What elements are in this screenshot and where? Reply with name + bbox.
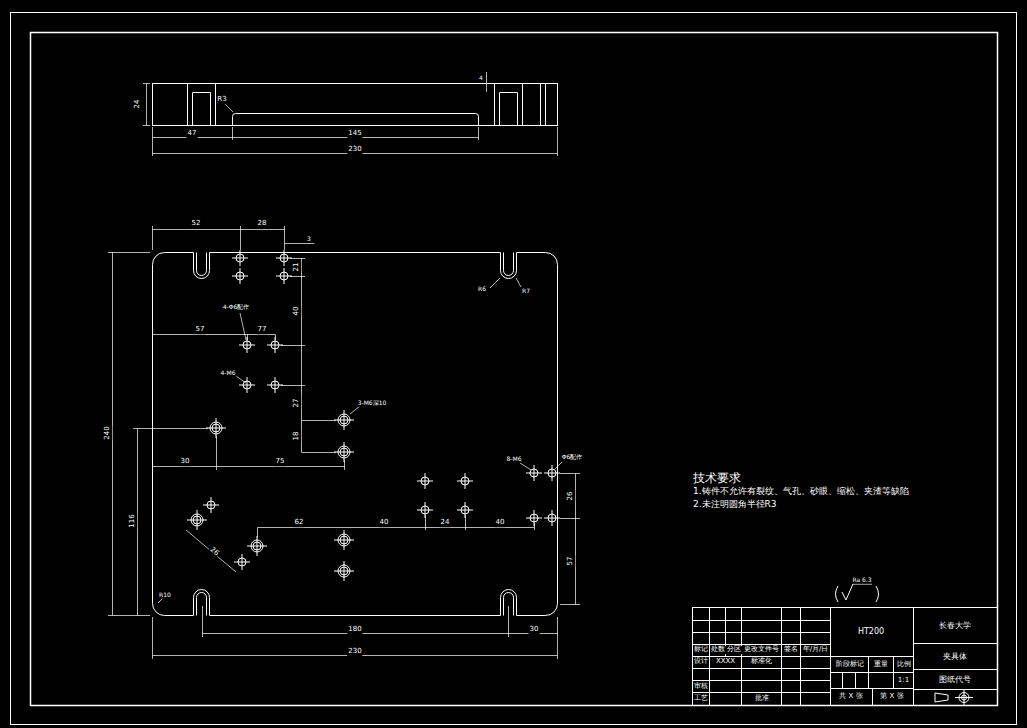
technical-note: 技术要求 — [692, 472, 742, 485]
title-block-cell: 年/月/日 — [802, 646, 830, 654]
title-block-cell: 设计 — [693, 658, 709, 666]
dimension-text: 230 — [347, 648, 362, 656]
dimension-text: 26 — [207, 546, 220, 559]
dimension-text: 18 — [293, 431, 301, 442]
title-block-cell: 长春大学 — [938, 622, 972, 631]
technical-note: 1.铸件不允许有裂纹、气孔、砂眼、缩松、夹渣等缺陷 — [692, 487, 910, 497]
dimension-text: 62 — [294, 519, 305, 527]
dimension-text: 180 — [347, 626, 362, 634]
title-block-cell: 1:1 — [897, 677, 910, 685]
holes — [187, 250, 560, 581]
title-block-cell: 更改文件号 — [743, 646, 780, 654]
dimension-text: 21 — [293, 262, 301, 273]
dimension-lines — [108, 226, 580, 659]
dimension-text: 3 — [306, 236, 312, 243]
dimension-text: R3 — [216, 96, 227, 104]
technical-note: 2.未注明圆角半径R3 — [692, 500, 778, 510]
dimension-text: 24 — [440, 519, 451, 527]
dimension-text: 40 — [495, 519, 506, 527]
dimension-text: 30 — [180, 458, 191, 466]
dimension-text: 30 — [529, 626, 540, 634]
dimension-text: 57 — [195, 326, 206, 334]
dimension-text: 4-M6 — [220, 370, 237, 377]
dimension-text: 40 — [379, 519, 390, 527]
title-block-cell: 批准 — [754, 695, 770, 703]
roughness-symbol — [836, 584, 879, 602]
dimension-text: 40 — [293, 306, 301, 317]
dimension-text: 28 — [257, 220, 268, 228]
title-block-cell: 夹具体 — [942, 653, 968, 662]
dimension-text: 75 — [275, 458, 286, 466]
dimension-text: 4 — [478, 75, 484, 82]
title-block-cell: 处数 — [710, 646, 726, 654]
dimension-text: R6 — [477, 286, 487, 293]
top-view — [153, 84, 558, 126]
dimension-text: 116 — [129, 513, 137, 528]
title-block-cell: 共 X 张 — [838, 693, 863, 701]
title-block-cell: 第 X 张 — [879, 693, 904, 701]
inner-frame — [31, 33, 998, 706]
dimension-text: 145 — [347, 130, 362, 138]
dimension-text: 47 — [187, 130, 198, 138]
title-block-cell: 图纸代号 — [938, 676, 972, 685]
title-block-cell: 标准化 — [750, 658, 773, 666]
dimension-text: 52 — [191, 220, 202, 228]
title-block-cell: 分区 — [726, 646, 742, 654]
title-block-cell: 标记 — [693, 646, 709, 654]
title-block-cell: 审核 — [693, 683, 709, 691]
dimension-text: 77 — [257, 326, 268, 334]
roughness-value: Ra 6.3 — [851, 577, 872, 584]
dimension-text: 57 — [567, 556, 575, 567]
title-block-cell: HT200 — [857, 628, 885, 637]
dimension-text: 4-Φ6配作 — [222, 304, 251, 311]
dimension-text: 3-M6深10 — [357, 400, 388, 407]
dimension-text: 230 — [347, 146, 362, 154]
plan-view — [153, 253, 558, 616]
dimension-lines — [143, 72, 558, 156]
dimension-text: R10 — [158, 592, 172, 599]
title-block — [693, 608, 998, 706]
title-block-cell: 阶段标记 — [835, 661, 865, 669]
dimension-text: 24 — [134, 99, 142, 110]
title-block-cell: 重量 — [873, 661, 889, 669]
title-block-cell: 比例 — [896, 661, 912, 669]
dimension-text: Φ6配作 — [561, 454, 584, 461]
dimension-text: 8-M6 — [506, 456, 523, 463]
title-block-cell: 签名 — [783, 646, 799, 654]
dimension-text: 27 — [293, 398, 301, 409]
dimension-text: 240 — [104, 425, 112, 440]
dimension-text: 26 — [567, 491, 575, 502]
outer-frame — [11, 13, 1017, 725]
title-block-cell: XXXX — [715, 658, 736, 666]
title-block-cell: 工艺 — [693, 695, 709, 703]
dimension-text: R7 — [521, 288, 531, 295]
